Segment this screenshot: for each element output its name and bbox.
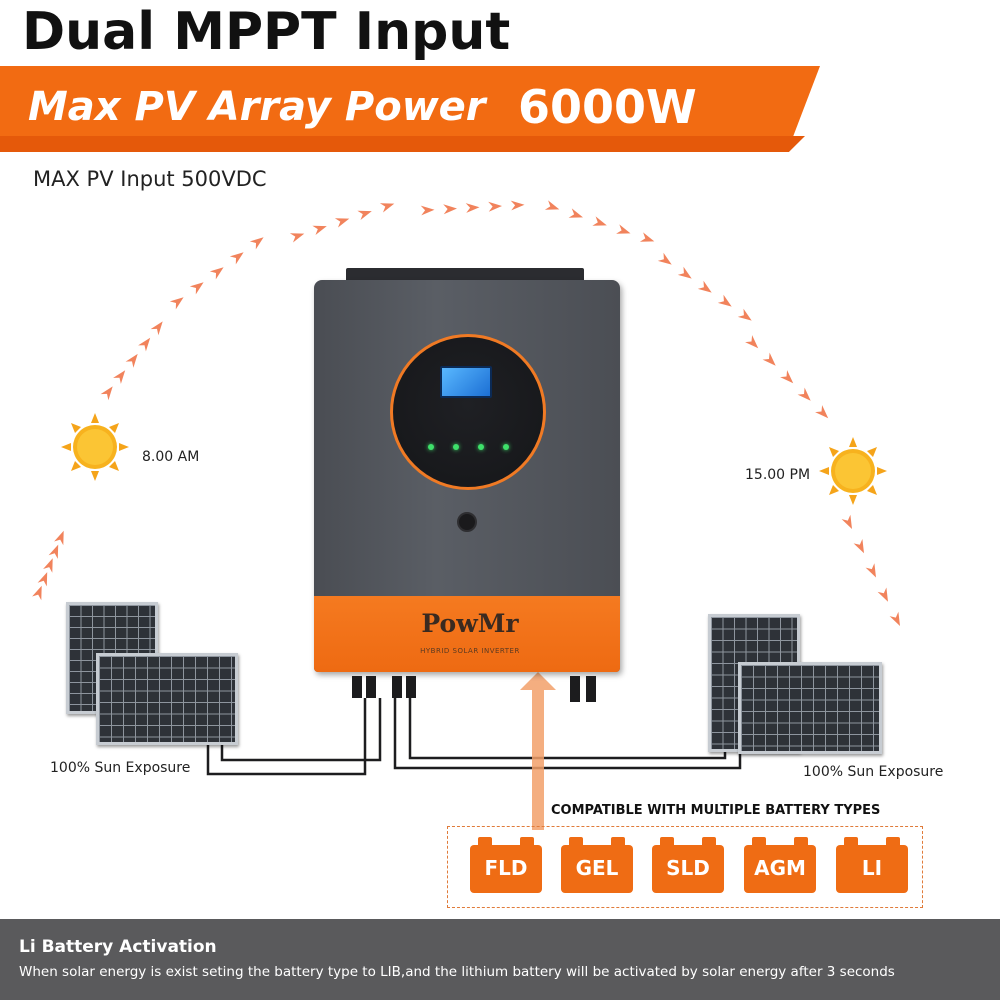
- path-arrow-icon: [762, 352, 776, 366]
- path-arrow-icon: [877, 587, 888, 602]
- path-arrow-icon: [815, 405, 829, 419]
- right-panel-label: 100% Sun Exposure: [803, 764, 944, 780]
- path-arrow-icon: [169, 297, 184, 310]
- battery-type-label: GEL: [575, 856, 619, 880]
- path-arrow-icon: [125, 353, 138, 368]
- inverter-brand: PowMr: [421, 609, 519, 638]
- path-arrow-icon: [43, 558, 53, 573]
- charge-arrow-icon: [520, 672, 556, 830]
- status-led: [453, 444, 459, 450]
- path-arrow-icon: [616, 224, 631, 234]
- battery-type-label: SLD: [666, 856, 710, 880]
- path-arrow-icon: [465, 203, 480, 213]
- path-arrow-icon: [657, 252, 672, 265]
- battery-type-label: FLD: [484, 856, 528, 880]
- path-arrow-icon: [37, 572, 48, 587]
- afternoon-time-label: 15.00 PM: [745, 467, 811, 483]
- status-led: [478, 444, 484, 450]
- path-arrow-icon: [334, 218, 350, 228]
- pv-cable: [393, 698, 742, 770]
- path-arrow-icon: [379, 203, 395, 213]
- battery-agm-icon: AGM: [744, 837, 816, 893]
- pv-cable: [408, 698, 727, 760]
- inverter-orange-panel: [314, 596, 620, 672]
- battery-types-box: [447, 826, 923, 908]
- inverter-lcd-screen: [440, 366, 492, 398]
- battery-type-label: LI: [861, 856, 883, 880]
- afternoon-sun-icon: [819, 437, 887, 505]
- battery-gel-icon: GEL: [561, 837, 633, 893]
- path-arrow-icon: [568, 208, 583, 218]
- path-arrow-icon: [150, 321, 163, 336]
- path-arrow-icon: [488, 201, 502, 212]
- path-arrow-icon: [249, 237, 264, 250]
- path-arrow-icon: [639, 232, 655, 242]
- status-led: [428, 444, 434, 450]
- path-arrow-icon: [209, 267, 224, 280]
- footer-description: When solar energy is exist seting the ba…: [19, 964, 895, 980]
- left-panel-label: 100% Sun Exposure: [50, 760, 191, 776]
- path-arrow-icon: [32, 585, 42, 601]
- battery-fld-icon: FLD: [470, 837, 542, 893]
- path-arrow-icon: [592, 216, 607, 226]
- path-arrow-icon: [138, 337, 151, 352]
- path-arrow-icon: [443, 204, 457, 215]
- power-switch-icon: [457, 512, 477, 532]
- battery-type-label: AGM: [754, 856, 806, 880]
- path-arrow-icon: [544, 200, 560, 210]
- inverter-display-ring: [390, 334, 546, 490]
- path-arrow-icon: [717, 294, 732, 307]
- solar-panel-left-front: [96, 653, 238, 745]
- path-arrow-icon: [54, 530, 64, 546]
- pv-connectors-icon: [352, 676, 596, 702]
- footer-title: Li Battery Activation: [19, 937, 217, 957]
- path-arrow-icon: [697, 280, 712, 293]
- path-arrow-icon: [889, 611, 900, 626]
- path-arrow-icon: [420, 205, 435, 216]
- path-arrow-icon: [289, 233, 305, 243]
- banner-label: Max PV Array Power: [28, 84, 486, 130]
- path-arrow-icon: [797, 387, 811, 401]
- path-arrow-icon: [510, 200, 525, 211]
- morning-sun-icon: [61, 413, 129, 481]
- status-led: [503, 444, 509, 450]
- inverter-subtitle: HYBRID SOLAR INVERTER: [420, 647, 520, 655]
- path-arrow-icon: [780, 370, 794, 384]
- path-arrow-icon: [48, 544, 59, 559]
- path-arrow-icon: [737, 308, 752, 321]
- pv-input-subtitle: MAX PV Input 500VDC: [33, 167, 267, 191]
- pv-cable: [220, 698, 382, 762]
- banner-value: 6000W: [518, 80, 697, 134]
- solar-panel-right-front: [738, 662, 882, 754]
- path-arrow-icon: [745, 335, 759, 349]
- battery-sld-icon: SLD: [652, 837, 724, 893]
- path-arrow-icon: [865, 563, 876, 578]
- path-arrow-icon: [677, 266, 692, 279]
- path-arrow-icon: [853, 539, 864, 554]
- page-title: Dual MPPT Input: [22, 2, 511, 62]
- morning-time-label: 8.00 AM: [142, 449, 200, 465]
- path-arrow-icon: [357, 210, 372, 220]
- battery-li-icon: LI: [836, 837, 908, 893]
- path-arrow-icon: [229, 252, 244, 265]
- path-arrow-icon: [841, 514, 852, 529]
- path-arrow-icon: [189, 282, 204, 295]
- compatibility-title: COMPATIBLE WITH MULTIPLE BATTERY TYPES: [551, 803, 881, 818]
- path-arrow-icon: [312, 225, 327, 235]
- pv-cable: [206, 698, 367, 776]
- footer-bar: [0, 919, 1000, 1000]
- path-arrow-icon: [100, 386, 113, 401]
- power-banner-shadow: [0, 136, 805, 152]
- path-arrow-icon: [113, 370, 126, 384]
